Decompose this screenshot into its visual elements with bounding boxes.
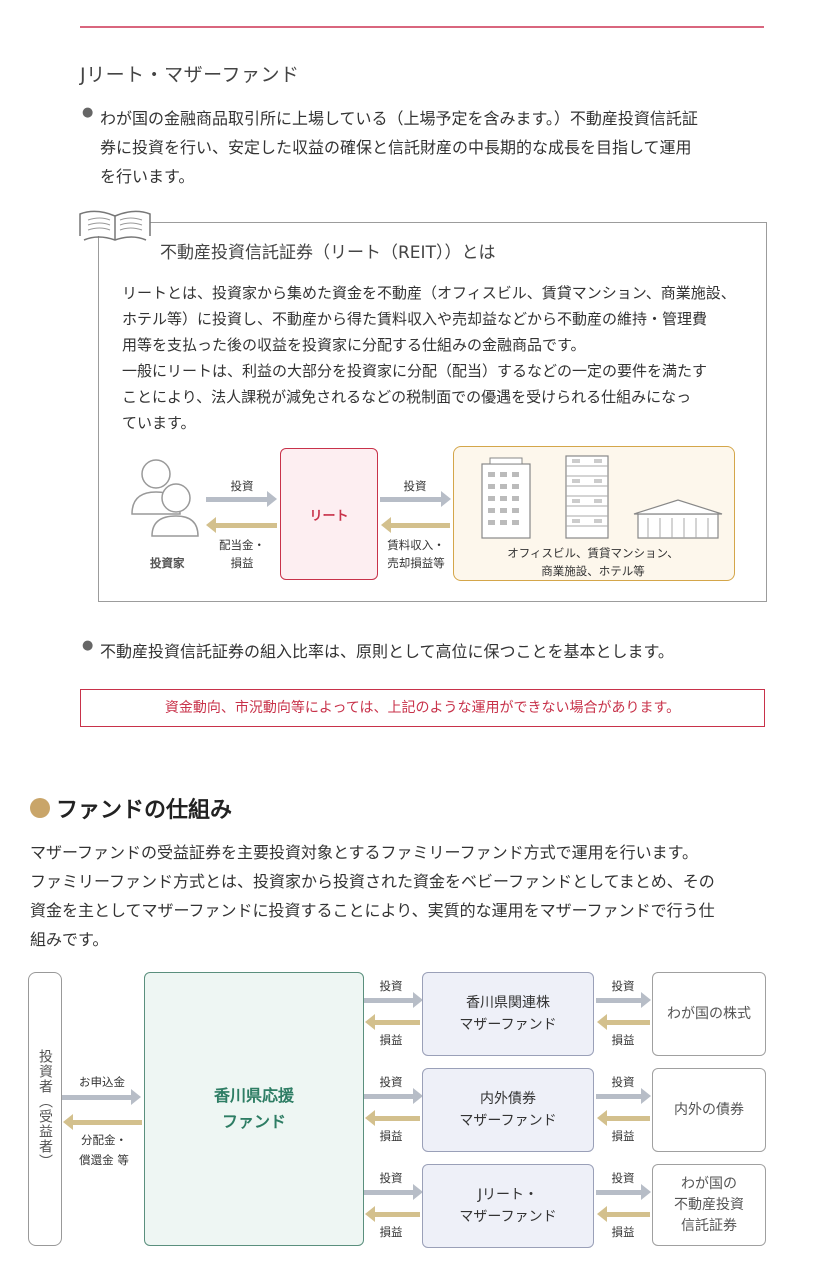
gold-dot-icon — [30, 798, 50, 818]
invest-arrow — [596, 998, 642, 1003]
text-line: マザーファンドの受益証券を主要投資対象とするファミリーファンド方式で運用を行いま… — [30, 838, 715, 867]
profit-label: 損益 — [362, 1032, 420, 1048]
mother-fund-node: Jリート・ マザーファンド — [422, 1164, 594, 1248]
section-title-text: ファンドの仕組み — [56, 792, 232, 824]
dividend-arrow — [215, 523, 277, 528]
rent-arrow — [390, 523, 450, 528]
reit-box-body: リートとは、投資家から集めた資金を不動産（オフィスビル、賃貸マンション、商業施設… — [122, 280, 736, 436]
text-line: 不動産投資信託証券の組入比率は、原則として高位に保つことを基本とします。 — [100, 637, 674, 666]
invest-label: 投資 — [362, 1074, 420, 1090]
text-line: わが国の金融商品取引所に上場している（上場予定を含みます。）不動産投資信託証 — [100, 104, 698, 133]
bullet-dot-icon: ● — [82, 637, 100, 666]
section-subtitle: Jリート・マザーファンド — [80, 60, 299, 87]
invest-arrow — [596, 1190, 642, 1195]
invest-arrow — [380, 497, 442, 502]
asset-node: わが国の株式 — [652, 972, 766, 1056]
top-divider — [80, 26, 764, 28]
profit-arrow — [606, 1020, 650, 1025]
section2-body: マザーファンドの受益証券を主要投資対象とするファミリーファンド方式で運用を行いま… — [30, 838, 715, 954]
profit-arrow — [374, 1116, 420, 1121]
profit-label: 損益 — [362, 1224, 420, 1240]
text-line: 一般にリートは、利益の大部分を投資家に分配（配当）するなどの一定の要件を満たす — [122, 358, 736, 384]
reit-box-title: 不動産投資信託証券（リート（REIT））とは — [160, 238, 495, 263]
fund-node: 香川県応援 ファンド — [144, 972, 364, 1246]
invest-label: 投資 — [362, 1170, 420, 1186]
investor-icon — [128, 456, 200, 538]
subscription-label: お申込金 — [66, 1074, 138, 1090]
invest-label: 投資 — [362, 978, 420, 994]
investor-label: 投資家 — [150, 555, 185, 571]
text-line: 券に投資を行い、安定した収益の確保と信託財産の中長期的な成長を目指して運用 — [100, 133, 698, 162]
text-line: リートとは、投資家から集めた資金を不動産（オフィスビル、賃貸マンション、商業施設… — [122, 280, 736, 306]
text-line: ことにより、法人課税が減免されるなどの税制面での優遇を受けられる仕組みになっ — [122, 384, 736, 410]
profit-arrow — [606, 1212, 650, 1217]
reit-node: リート — [280, 448, 378, 580]
invest-label: 投資 — [380, 478, 450, 494]
text-line: ホテル等）に投資し、不動産から得た賃料収入や売却益などから不動産の維持・管理費 — [122, 306, 736, 332]
text-line: ファミリーファンド方式とは、投資家から投資された資金をベビーファンドとしてまとめ… — [30, 867, 715, 896]
profit-label: 損益 — [594, 1224, 652, 1240]
text-line: 用等を支払った後の収益を投資家に分配する仕組みの金融商品です。 — [122, 332, 736, 358]
invest-arrow — [596, 1094, 642, 1099]
buildings-icon — [476, 454, 726, 544]
profit-label: 損益 — [362, 1128, 420, 1144]
profit-label: 損益 — [594, 1032, 652, 1048]
bullet-paragraph-2: ● 不動産投資信託証券の組入比率は、原則として高位に保つことを基本とします。 — [82, 637, 782, 666]
asset-node: わが国の 不動産投資 信託証券 — [652, 1164, 766, 1246]
invest-arrow — [364, 1094, 414, 1099]
invest-arrow — [364, 998, 414, 1003]
profit-arrow — [606, 1116, 650, 1121]
property-label: オフィスビル、賃貸マンション、 商業施設、ホテル等 — [453, 544, 733, 580]
asset-node: 内外の債券 — [652, 1068, 766, 1152]
bullet-dot-icon: ● — [82, 104, 100, 191]
invest-label: 投資 — [210, 478, 274, 494]
text-line: を行います。 — [100, 162, 698, 191]
book-icon — [76, 206, 154, 250]
investor-box: 投資者（受益者） — [28, 972, 62, 1246]
profit-arrow — [374, 1020, 420, 1025]
notice-box: 資金動向、市況動向等によっては、上記のような運用ができない場合があります。 — [80, 689, 765, 727]
bullet-paragraph-1: ● わが国の金融商品取引所に上場している（上場予定を含みます。）不動産投資信託証… — [82, 104, 772, 191]
mother-fund-node: 香川県関連株 マザーファンド — [422, 972, 594, 1056]
text-line: 資金を主としてマザーファンドに投資することにより、実質的な運用をマザーファンドで… — [30, 896, 715, 925]
dividend-label: 配当金・ 損益 — [206, 536, 278, 572]
profit-label: 損益 — [594, 1128, 652, 1144]
mother-fund-node: 内外債券 マザーファンド — [422, 1068, 594, 1152]
text-line: ています。 — [122, 410, 736, 436]
rent-label: 賃料収入・ 売却損益等 — [378, 536, 454, 572]
text-line: 組みです。 — [30, 925, 715, 954]
distribution-arrow — [72, 1120, 142, 1125]
invest-arrow — [364, 1190, 414, 1195]
profit-arrow — [374, 1212, 420, 1217]
section-title: ファンドの仕組み — [30, 792, 232, 824]
invest-arrow — [206, 497, 268, 502]
distribution-label: 分配金・ 償還金 等 — [62, 1130, 146, 1170]
investor-text: 投資者（受益者） — [35, 1049, 55, 1169]
subscription-arrow — [62, 1095, 132, 1100]
